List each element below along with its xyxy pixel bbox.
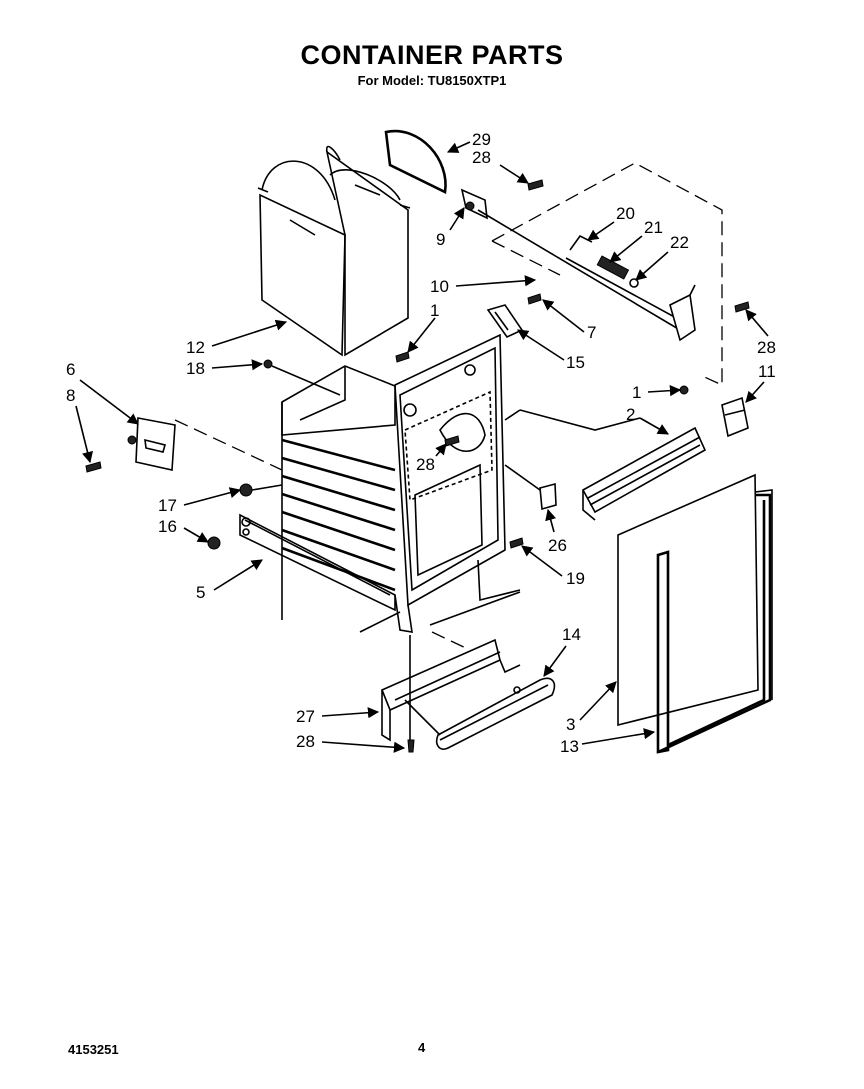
callout-labels: 29 28 20 21 22 9 10 1 7 28 11 12 bbox=[66, 130, 776, 756]
callout-20: 20 bbox=[616, 204, 635, 223]
lid-seal-part bbox=[384, 129, 447, 194]
callout-15: 15 bbox=[566, 353, 585, 372]
model-subtitle: For Model: TU8150XTP1 bbox=[357, 73, 507, 88]
callout-28-right: 28 bbox=[757, 338, 776, 357]
right-clip-part bbox=[679, 385, 749, 438]
callout-29: 29 bbox=[472, 130, 491, 149]
mechanism-dashed-box bbox=[491, 162, 750, 387]
callout-12: 12 bbox=[186, 338, 205, 357]
callout-19: 19 bbox=[566, 569, 585, 588]
page-title: CONTAINER PARTS bbox=[300, 40, 564, 70]
callout-1-top: 1 bbox=[430, 301, 439, 320]
kick-plate-part bbox=[380, 631, 556, 753]
hinge-part bbox=[486, 293, 542, 339]
callout-10: 10 bbox=[430, 277, 449, 296]
callout-21: 21 bbox=[644, 218, 663, 237]
fastener-16-17 bbox=[207, 483, 283, 550]
callout-18: 18 bbox=[186, 359, 205, 378]
callout-14: 14 bbox=[562, 625, 581, 644]
callout-26: 26 bbox=[548, 536, 567, 555]
left-bracket-part bbox=[85, 417, 283, 473]
page-number: 4 bbox=[418, 1040, 426, 1055]
bag-liners-part bbox=[257, 145, 411, 357]
callout-28-panel: 28 bbox=[416, 455, 435, 474]
callout-1-right: 1 bbox=[632, 383, 641, 402]
handle-rail-part bbox=[504, 409, 707, 521]
callout-27: 27 bbox=[296, 707, 315, 726]
callout-22: 22 bbox=[670, 233, 689, 252]
callout-28-top: 28 bbox=[472, 148, 491, 167]
main-cabinet-part bbox=[263, 333, 521, 633]
callout-2: 2 bbox=[626, 405, 635, 424]
clip-26-part bbox=[504, 464, 557, 549]
document-number: 4153251 bbox=[68, 1042, 119, 1057]
callout-13: 13 bbox=[560, 737, 579, 756]
callout-8: 8 bbox=[66, 386, 75, 405]
side-rail-part bbox=[239, 513, 396, 612]
callout-16: 16 bbox=[158, 517, 177, 536]
callout-3: 3 bbox=[566, 715, 575, 734]
door-panel-part bbox=[617, 473, 773, 754]
callout-9: 9 bbox=[436, 230, 445, 249]
callout-17: 17 bbox=[158, 496, 177, 515]
callout-11: 11 bbox=[758, 362, 776, 381]
callout-6: 6 bbox=[66, 360, 75, 379]
callout-5: 5 bbox=[196, 583, 205, 602]
callout-7: 7 bbox=[587, 323, 596, 342]
callout-28-bottom: 28 bbox=[296, 732, 315, 751]
